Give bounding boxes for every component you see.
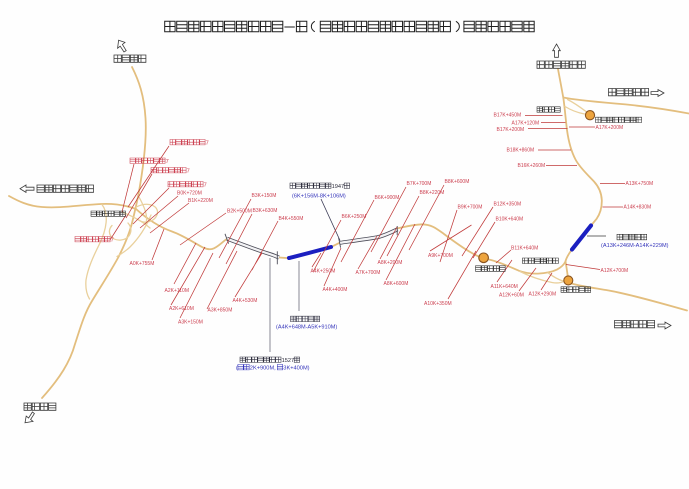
svg-text:B3K+150M: B3K+150M [252,193,277,199]
svg-text:A11K+640M: A11K+640M [491,284,518,290]
svg-text:7: 7 [111,238,114,244]
svg-text:B12K+350M: B12K+350M [494,202,522,208]
svg-text:A12K+290M: A12K+290M [529,292,557,298]
svg-text:B2K+500M: B2K+500M [227,209,252,215]
svg-text:A2K+110M: A2K+110M [165,288,190,294]
svg-text:A4K+530M: A4K+530M [233,298,258,304]
svg-text:3K+400M): 3K+400M) [283,366,309,372]
svg-text:A17K+120M: A17K+120M [512,120,540,126]
svg-text:A3K+850M: A3K+850M [208,308,233,314]
svg-text:A7K+700M: A7K+700M [356,270,381,276]
svg-text:A3K+150M: A3K+150M [178,319,203,325]
svg-text:A14K+830M: A14K+830M [624,204,652,210]
svg-text:2K+900M,: 2K+900M, [250,366,276,372]
svg-text:B10K+640M: B10K+640M [496,217,524,223]
svg-text:B1K+220M: B1K+220M [188,198,213,204]
svg-text:1947: 1947 [332,184,345,190]
svg-text:B17K+200M: B17K+200M [497,127,525,133]
svg-text:B17K+450M: B17K+450M [494,112,522,118]
svg-text:A0K+755M: A0K+755M [130,261,155,267]
svg-text:A10K+350M: A10K+350M [424,301,452,307]
svg-text:1527: 1527 [282,358,295,364]
svg-text:(: ( [236,366,238,372]
svg-text:B3K+630M: B3K+630M [253,208,278,214]
svg-text:B9K+700M: B9K+700M [458,205,483,211]
svg-text:B16K+260M: B16K+260M [518,163,546,169]
svg-text:A9K+700M: A9K+700M [428,253,453,259]
svg-text:B0K+720M: B0K+720M [177,191,202,197]
svg-text:7: 7 [187,169,190,175]
svg-text:A8K+600M: A8K+600M [384,281,409,287]
svg-text:B4K+550M: B4K+550M [279,216,304,222]
svg-text:A4K+250M: A4K+250M [311,269,336,275]
svg-text:B8K+220M: B8K+220M [420,190,445,196]
svg-text:A4K+400M: A4K+400M [323,287,348,293]
svg-text:A17K+200M: A17K+200M [596,125,624,131]
svg-text:A8K+200M: A8K+200M [378,260,403,266]
svg-text:(6K+156M-8K+106M): (6K+156M-8K+106M) [292,193,346,199]
svg-text:B11K+640M: B11K+640M [511,245,538,251]
svg-text:B18K+860M: B18K+860M [507,147,535,153]
svg-text:B8K+600M: B8K+600M [445,179,470,185]
svg-text:A12K+700M: A12K+700M [601,268,629,274]
svg-text:A13K+750M: A13K+750M [626,181,654,187]
svg-text:7: 7 [166,159,169,165]
svg-text:(A13K+246M-A14K+229M): (A13K+246M-A14K+229M) [601,243,669,249]
svg-text:(A4K+648M-A5K+910M): (A4K+648M-A5K+910M) [276,324,337,330]
svg-text:A12K+60M: A12K+60M [499,293,524,299]
svg-text:A2K+610M: A2K+610M [169,306,194,312]
svg-text:B6K+900M: B6K+900M [375,195,400,201]
svg-text:B6K+250M: B6K+250M [342,214,367,220]
svg-text:7: 7 [204,183,207,189]
svg-text:B7K+700M: B7K+700M [407,181,432,187]
svg-text:7: 7 [206,141,209,147]
